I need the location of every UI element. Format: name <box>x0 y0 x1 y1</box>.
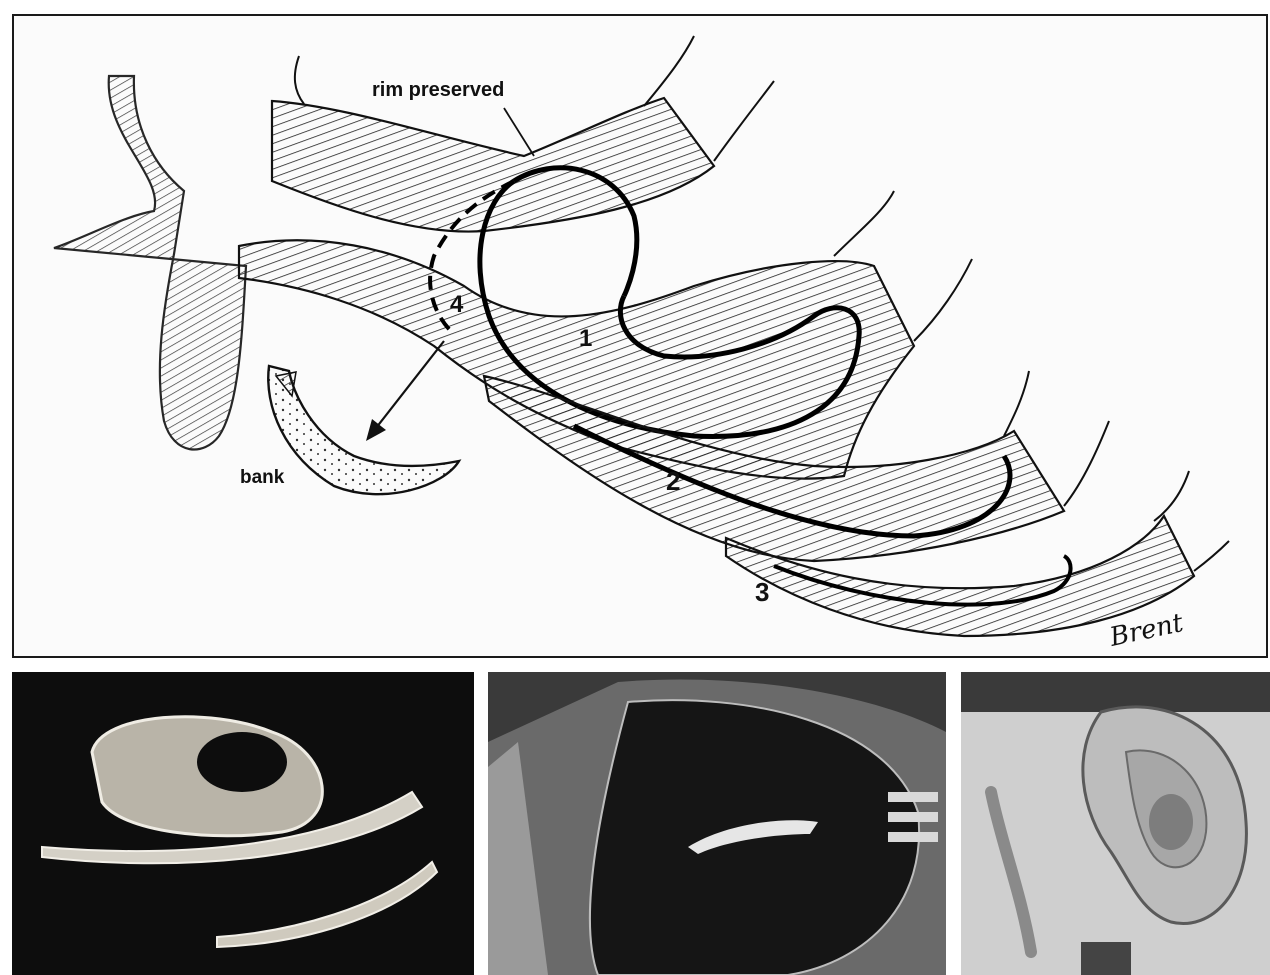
base-frame-hole <box>197 732 287 792</box>
rim-leader-line <box>504 108 534 156</box>
upper-rib-shape <box>272 36 774 232</box>
bank-cartilage-piece <box>268 366 459 494</box>
piece-number-2: 2 <box>666 466 680 496</box>
piece-number-4: 4 <box>450 291 464 318</box>
ear-concha <box>1149 794 1193 850</box>
sternum-shape <box>54 76 246 450</box>
photo-carved-cartilage <box>12 672 474 975</box>
piece-number-1: 1 <box>579 325 592 352</box>
retractor-prong-2 <box>888 812 938 822</box>
photo-reconstructed-ear <box>961 672 1270 975</box>
retractor-prong-1 <box>888 792 938 802</box>
drawing-svg: rim preserved bank 1 2 3 4 Brent <box>14 16 1268 658</box>
bank-label: bank <box>240 467 285 488</box>
retractor-prong-3 <box>888 832 938 842</box>
rim-preserved-label: rim preserved <box>372 79 504 101</box>
harvest-arrow <box>366 341 444 441</box>
rib-cartilage-drawing: rim preserved bank 1 2 3 4 Brent <box>12 14 1268 658</box>
piece-number-3: 3 <box>755 577 769 607</box>
dressing-corner <box>1081 942 1131 975</box>
photo-donor-site <box>488 672 946 975</box>
